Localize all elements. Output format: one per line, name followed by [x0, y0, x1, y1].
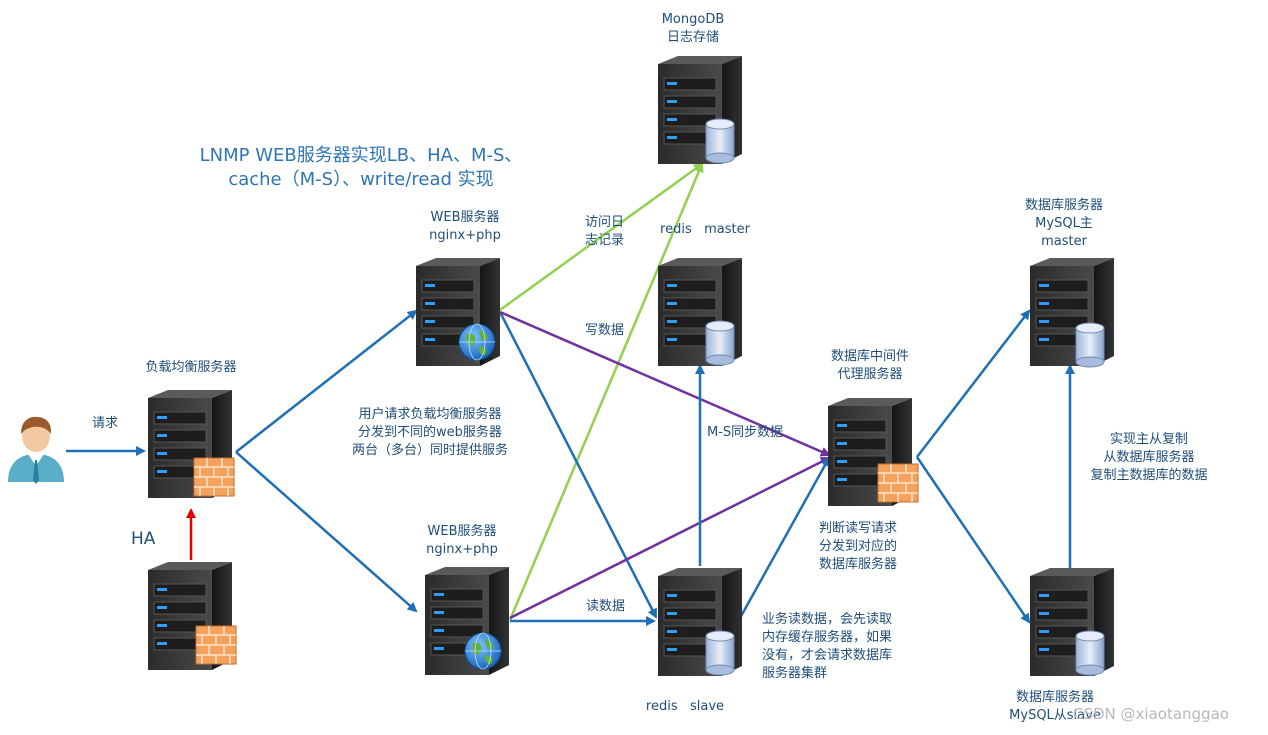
edge-web1-to-proxy [499, 310, 831, 457]
redis-slave-server [657, 567, 743, 677]
note-lb-dispatch: 用户请求负载均衡服务器 分发到不同的web服务器 两台（多台）同时提供服务 [351, 407, 508, 458]
user-icon [8, 416, 64, 484]
note-replication: 实现主从复制 从数据库服务器 复制主数据库的数据 [1090, 432, 1208, 483]
edge-proxy-to-mysql-slave [915, 456, 1031, 624]
web-server-1 [415, 257, 501, 367]
label-web1: WEB服务器 nginx+php [429, 210, 501, 243]
label-redis-slave: redis slave [645, 699, 725, 714]
db-proxy-server [827, 397, 919, 507]
mysql-master-server [1029, 257, 1115, 368]
edge-label-request: 请求 [92, 416, 119, 431]
connections [66, 162, 1075, 626]
label-redis-master: redis master [660, 222, 750, 237]
label-mysql-master: 数据库服务器 MySQL主 master [1024, 198, 1103, 249]
edge-lb-to-web2 [235, 451, 418, 613]
diagram-title: LNMP WEB服务器实现LB、HA、M-S、 cache（M-S）、write… [199, 145, 523, 190]
edge-web2-to-proxy [509, 456, 831, 620]
edge-redis-slave-to-proxy [738, 456, 831, 619]
edge-web1-to-mongodb [499, 162, 704, 312]
ha-backup-server [147, 561, 237, 671]
edge-label-ms-sync: M-S同步数据 [707, 425, 784, 440]
edge-web1-to-redis-slave [498, 311, 658, 619]
load-balancer-server [147, 389, 235, 499]
edge-label-write-data: 写数据 [585, 323, 625, 338]
label-mysql-slave: 数据库服务器 MySQL从slave [1009, 690, 1101, 723]
edge-label-read-data: 读数据 [586, 599, 626, 614]
mysql-slave-server [1029, 567, 1115, 677]
edge-web2-to-mongodb [508, 162, 704, 621]
label-ha: HA [131, 529, 156, 549]
label-mongodb: MongoDB 日志存储 [661, 12, 725, 45]
edge-label-access-log: 访问日 志记录 [585, 215, 625, 248]
watermark: CSDN @xiaotanggao [1073, 705, 1229, 723]
redis-master-server [657, 257, 743, 367]
label-db-proxy: 数据库中间件 代理服务器 [830, 349, 909, 382]
label-web2: WEB服务器 nginx+php [426, 524, 498, 557]
web-server-2 [424, 566, 510, 676]
mongodb-server [657, 55, 743, 165]
edge-lb-to-web1 [235, 309, 418, 453]
label-load-balancer: 负载均衡服务器 [145, 360, 237, 375]
edge-proxy-to-mysql-master [916, 309, 1031, 458]
note-cache-read: 业务读数据，会先读取 内存缓存服务器，如果 没有，才会请求数据库 服务器集群 [762, 612, 893, 681]
note-proxy-routing: 判断读写请求 分发到对应的 数据库服务器 [818, 521, 897, 572]
